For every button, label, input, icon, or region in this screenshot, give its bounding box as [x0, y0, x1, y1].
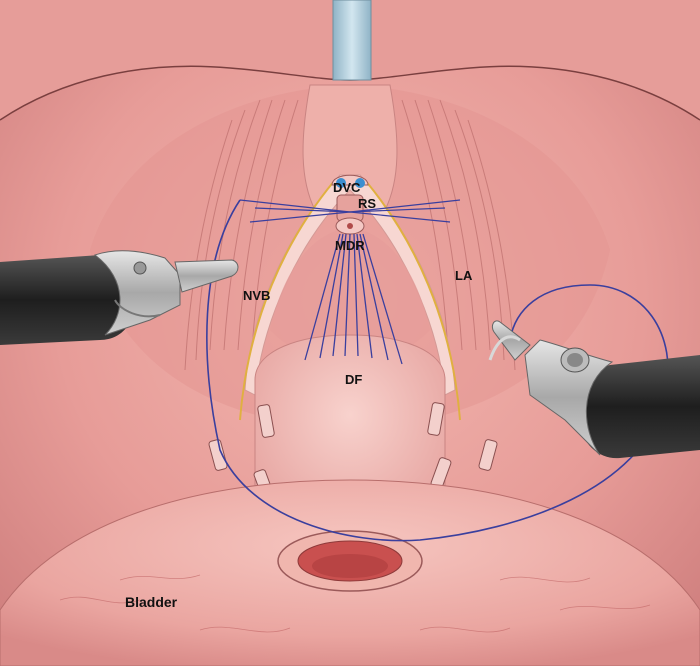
nvb-channel: [244, 174, 456, 396]
label-nvb: NVB: [243, 288, 270, 303]
label-rs: RS: [358, 196, 376, 211]
left-instrument-jaw: [174, 259, 239, 293]
nvb-right-line: [364, 179, 461, 421]
left-instrument-wrist: [93, 250, 181, 336]
label-mdr: MDR: [335, 238, 365, 253]
clips-right: [427, 402, 498, 489]
dvc-blue-right: [355, 178, 365, 188]
right-instrument-shaft: [577, 355, 700, 459]
urethral-catheter: [332, 0, 372, 81]
left-instrument-shaft: [0, 255, 135, 345]
bladder-vessels: [59, 574, 651, 633]
label-df: DF: [345, 372, 362, 387]
urethral-orifice: [347, 223, 353, 229]
retrovesical-space: [270, 228, 430, 362]
levator-ani-left: [184, 99, 299, 371]
nvb-left-line: [239, 179, 336, 421]
mdr-sutures: [304, 233, 403, 365]
right-robotic-instrument: [488, 320, 700, 459]
label-dvc: DVC: [333, 180, 361, 195]
label-la: LA: [455, 268, 473, 283]
dvc-blue-left: [336, 178, 346, 188]
left-robotic-instrument: [0, 250, 239, 345]
running-suture: [206, 199, 669, 542]
right-instrument-jaw: [491, 320, 531, 361]
label-bladder: Bladder: [125, 594, 178, 610]
bladder-neck-inner: [312, 554, 388, 578]
rs-sutures: [239, 199, 461, 223]
